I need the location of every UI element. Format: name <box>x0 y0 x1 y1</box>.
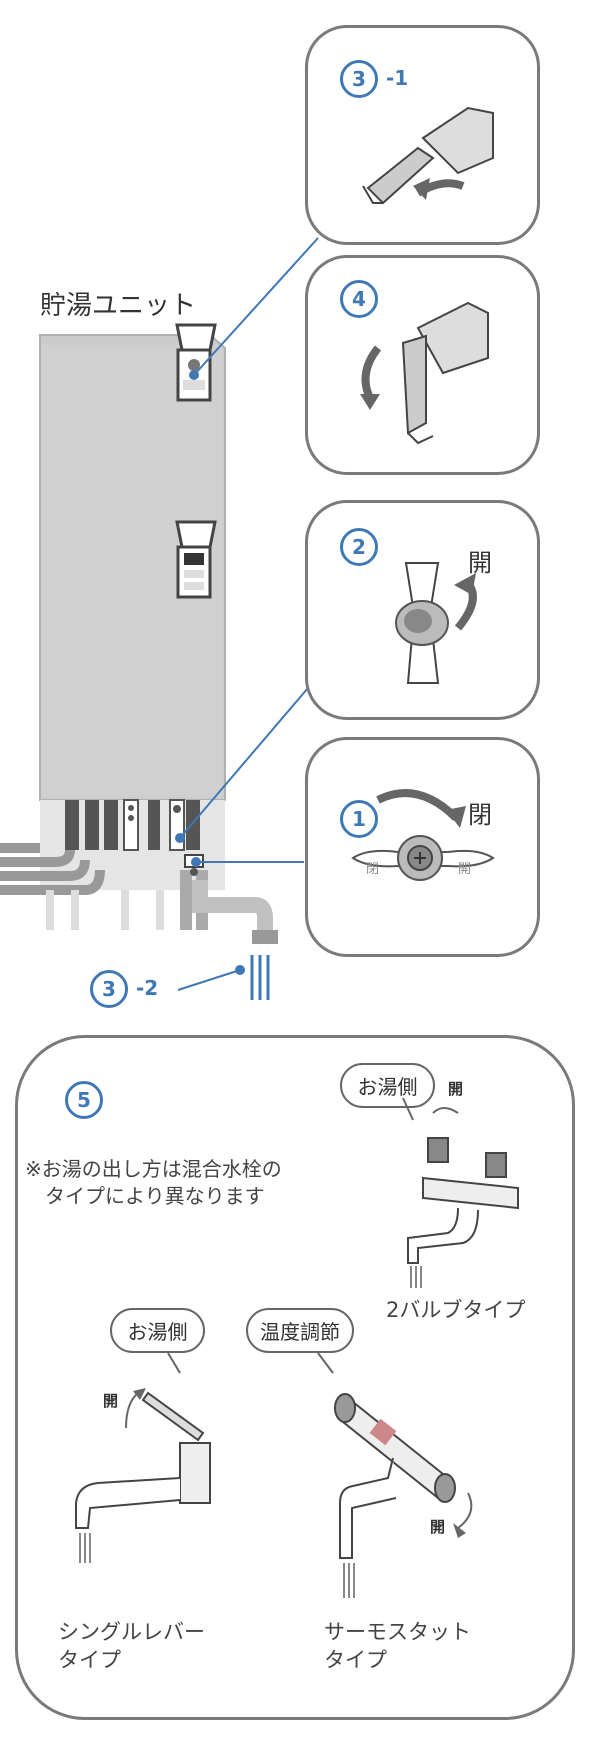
panel-step-5: 5 ※お湯の出し方は混合水栓の タイプにより異なります お湯側 開 2バルブタイ… <box>15 1035 575 1720</box>
action-close-label: 閉 <box>468 801 492 829</box>
open-label-thermo: 開 <box>430 1518 446 1536</box>
valve-handle-icon <box>395 562 477 684</box>
step-3-2-number: 3 <box>90 970 128 1008</box>
step-number: 2 <box>340 528 378 566</box>
panel-step-2: 2 開 <box>305 500 540 720</box>
connector-3-2 <box>177 969 241 991</box>
step-suffix: -1 <box>386 66 409 90</box>
valve-left-label: 閉 <box>366 862 380 877</box>
panel-step-1: 1 閉 閉 開 <box>305 737 540 957</box>
upper-valve-box <box>175 323 217 352</box>
two-valve-caption: 2バルブタイプ <box>386 1298 526 1322</box>
hot-side-bubble: お湯側 <box>340 1063 435 1108</box>
valve-right-label: 開 <box>458 862 472 877</box>
ball-valve-icon <box>351 789 495 881</box>
water-flow-icon <box>250 955 270 1000</box>
step-number: 1 <box>340 800 378 838</box>
pipes-left <box>0 843 105 895</box>
hot-side-bubble-lever: お湯側 <box>110 1308 205 1353</box>
single-lever-caption: シングルレバー タイプ <box>58 1620 205 1673</box>
open-label: 開 <box>448 1080 464 1098</box>
connector-3-1 <box>193 237 319 376</box>
two-valve-faucet-icon <box>402 1097 519 1288</box>
temperature-bubble: 温度調節 <box>246 1308 354 1353</box>
connector-2 <box>179 687 309 839</box>
thermostat-caption: サーモスタット タイプ <box>324 1620 471 1673</box>
step-number: 3 <box>340 60 378 98</box>
step-number: 4 <box>340 280 378 318</box>
thermostat-faucet-icon <box>317 1352 473 1598</box>
step-number: 5 <box>65 1081 103 1119</box>
panel-step-4: 4 <box>305 255 540 475</box>
middle-valve-box <box>175 520 217 549</box>
step-3-2-suffix: -2 <box>136 976 159 1000</box>
lever-open-icon <box>360 301 489 445</box>
lever-closed-icon <box>362 106 494 205</box>
panel-step-3-1: 3 -1 <box>305 25 540 245</box>
action-open-label: 開 <box>468 549 492 577</box>
unit-title: 貯湯ユニット <box>40 291 197 321</box>
drain-pipe <box>192 880 273 935</box>
faucet-note: ※お湯の出し方は混合水栓の タイプにより異なります <box>25 1157 282 1208</box>
storage-unit-illustration <box>0 237 319 1000</box>
single-lever-faucet-icon <box>75 1352 211 1563</box>
open-label-lever: 開 <box>103 1392 119 1410</box>
